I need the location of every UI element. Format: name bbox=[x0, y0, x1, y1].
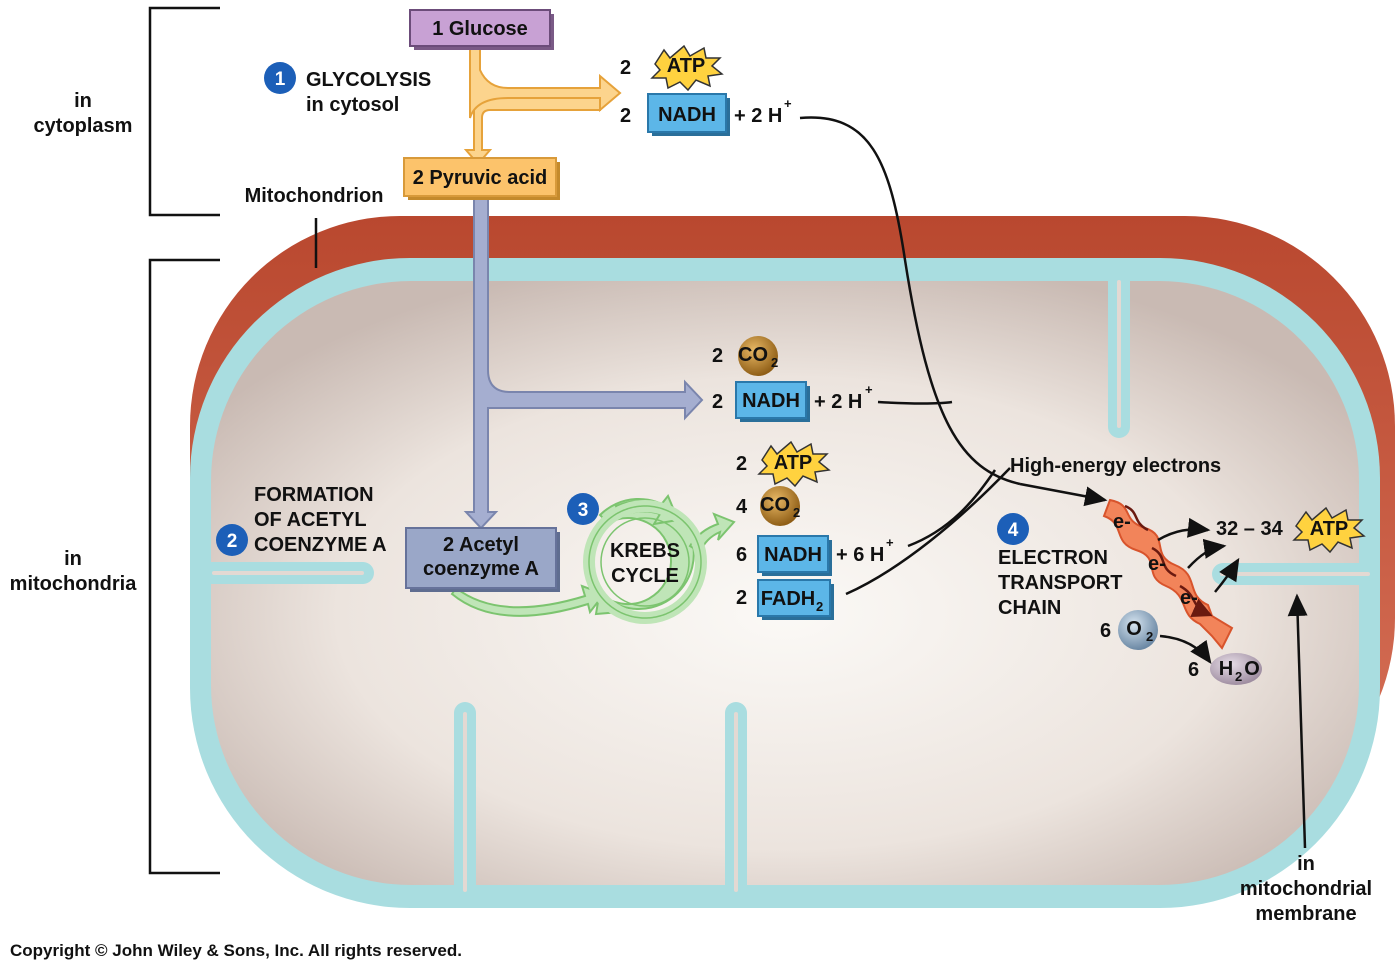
h2o-ball: H 2 O bbox=[1210, 653, 1262, 685]
svg-text:2: 2 bbox=[1235, 669, 1242, 684]
svg-text:CYCLE: CYCLE bbox=[611, 565, 679, 587]
membrane-label-2: mitochondrial bbox=[1240, 878, 1372, 900]
krebs-co2-count: 4 bbox=[736, 496, 748, 518]
mitochondria-label-1: in bbox=[64, 548, 82, 570]
svg-text:H: H bbox=[1219, 658, 1233, 680]
glyc-atp-star: ATP bbox=[650, 44, 724, 92]
glyc-h-label: + 2 H bbox=[734, 105, 782, 127]
krebs-nadh-count: 6 bbox=[736, 544, 747, 566]
step-2-line-2: OF ACETYL bbox=[254, 509, 367, 531]
glyc-h-sup: + bbox=[784, 96, 792, 111]
acetyl-h-sup: + bbox=[865, 382, 873, 397]
acetyl-h-label: + 2 H bbox=[814, 391, 862, 413]
glyc-nadh-count: 2 bbox=[620, 105, 631, 127]
svg-text:4: 4 bbox=[1008, 520, 1019, 541]
cytoplasm-label-1: in bbox=[74, 90, 92, 112]
pyruvate-arrow bbox=[463, 197, 704, 530]
membrane-pointer bbox=[1287, 593, 1308, 849]
glucose-box: 1 Glucose bbox=[409, 9, 554, 50]
electron-3: e- bbox=[1180, 587, 1198, 609]
step-1-line-1: GLYCOLYSIS bbox=[306, 69, 431, 91]
electron-2: e- bbox=[1148, 553, 1166, 575]
svg-text:CO: CO bbox=[760, 494, 790, 516]
glyc-nadh-label: NADH bbox=[658, 104, 716, 126]
acetyl-label-2: coenzyme A bbox=[423, 558, 539, 580]
step-4-line-2: TRANSPORT bbox=[998, 572, 1122, 594]
krebs-fadh-box: FADH 2 bbox=[757, 579, 834, 620]
svg-text:2: 2 bbox=[793, 505, 800, 520]
svg-text:2: 2 bbox=[816, 599, 823, 614]
mitochondria-label-2: mitochondria bbox=[10, 573, 138, 595]
acetyl-nadh-label: NADH bbox=[742, 390, 800, 412]
nadh-carrier-lines bbox=[799, 116, 1108, 596]
membrane-label-3: membrane bbox=[1255, 903, 1356, 925]
etc-atp-star: ATP bbox=[1292, 506, 1366, 554]
glucose-label: 1 Glucose bbox=[432, 18, 528, 40]
copyright: Copyright © John Wiley & Sons, Inc. All … bbox=[10, 941, 462, 960]
krebs-h-label: + 6 H bbox=[836, 544, 884, 566]
etc-chain bbox=[1102, 498, 1234, 650]
svg-text:O: O bbox=[1244, 658, 1260, 680]
step-2-line-3: COENZYME A bbox=[254, 534, 387, 556]
svg-text:CO: CO bbox=[738, 344, 768, 366]
krebs-co2-ball: CO 2 bbox=[760, 486, 800, 526]
step-3-badge: 3 bbox=[567, 493, 599, 525]
o2-count: 6 bbox=[1100, 620, 1111, 642]
glycolysis-arrow bbox=[463, 47, 622, 166]
krebs-fadh-label: FADH bbox=[761, 588, 815, 610]
glyc-atp-label: ATP bbox=[667, 55, 706, 77]
membrane-label-1: in bbox=[1297, 853, 1315, 875]
mitochondria-bracket bbox=[148, 258, 220, 875]
svg-text:O: O bbox=[1126, 618, 1142, 640]
step-4-badge: 4 bbox=[997, 513, 1029, 545]
step-4-line-3: CHAIN bbox=[998, 597, 1061, 619]
step-2-line-1: FORMATION bbox=[254, 484, 374, 506]
krebs-fadh-count: 2 bbox=[736, 587, 747, 609]
etc-atp-label: ATP bbox=[1310, 518, 1349, 540]
pyruvic-box: 2 Pyruvic acid bbox=[403, 157, 560, 200]
krebs-nadh-box: NADH bbox=[757, 535, 832, 576]
svg-text:2: 2 bbox=[771, 355, 778, 370]
krebs-atp-label: ATP bbox=[774, 452, 813, 474]
cytoplasm-label-2: cytoplasm bbox=[34, 115, 133, 137]
pyruvic-label: 2 Pyruvic acid bbox=[413, 167, 548, 189]
mitochondrion-label: Mitochondrion bbox=[245, 185, 384, 207]
acetyl-nadh-box: NADH bbox=[735, 381, 810, 422]
step-1-line-2: in cytosol bbox=[306, 94, 399, 116]
acetyl-co2-count: 2 bbox=[712, 345, 723, 367]
svg-text:2: 2 bbox=[1146, 629, 1153, 644]
o2-ball: O 2 bbox=[1118, 610, 1158, 650]
svg-text:2: 2 bbox=[227, 531, 238, 552]
step-4-line-1: ELECTRON bbox=[998, 547, 1108, 569]
krebs-h-sup: + bbox=[886, 535, 894, 550]
acetyl-co2-ball: CO 2 bbox=[738, 336, 778, 376]
etc-atp-arrows bbox=[1157, 517, 1240, 665]
svg-text:1: 1 bbox=[275, 69, 286, 90]
h2o-count: 6 bbox=[1188, 659, 1199, 681]
step-2-badge: 2 bbox=[216, 524, 248, 556]
svg-text:3: 3 bbox=[578, 500, 589, 521]
krebs-atp-count: 2 bbox=[736, 453, 747, 475]
step-1-badge: 1 bbox=[264, 62, 296, 94]
glyc-atp-count: 2 bbox=[620, 57, 631, 79]
high-energy-label: High-energy electrons bbox=[1010, 455, 1221, 477]
cytoplasm-bracket bbox=[148, 6, 220, 217]
krebs-atp-star: ATP bbox=[757, 440, 831, 488]
acetyl-nadh-count: 2 bbox=[712, 391, 723, 413]
etc-atp-range: 32 – 34 bbox=[1216, 518, 1284, 540]
electron-1: e- bbox=[1113, 511, 1131, 533]
acetyl-box: 2 Acetyl coenzyme A bbox=[405, 527, 560, 592]
svg-text:KREBS: KREBS bbox=[610, 540, 680, 562]
krebs-label: KREBS CYCLE bbox=[610, 540, 680, 587]
krebs-nadh-label: NADH bbox=[764, 544, 822, 566]
acetyl-label-1: 2 Acetyl bbox=[443, 534, 519, 556]
glyc-nadh-box: NADH bbox=[647, 93, 730, 136]
